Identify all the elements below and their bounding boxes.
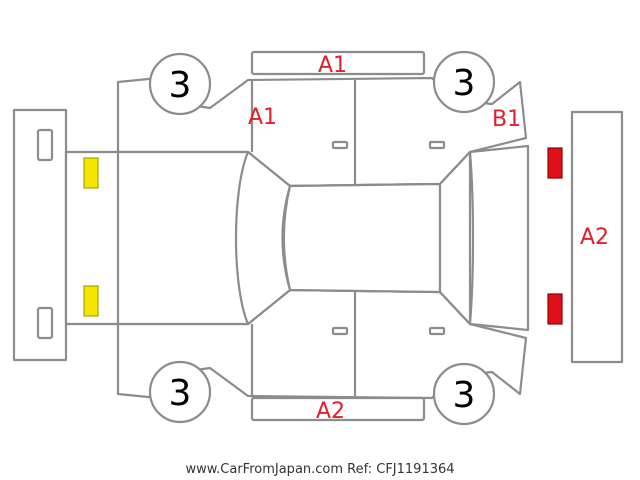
- damage-label-front-door-left: A1: [248, 105, 277, 130]
- tire-rear-left: 3: [432, 50, 496, 114]
- car-body-top-view: [64, 144, 530, 332]
- reference-footer: www.CarFromJapan.com Ref: CFJ1191364: [185, 462, 454, 477]
- tire-grade-front-right: 3: [169, 373, 192, 414]
- front-lamp-bottom: [83, 285, 99, 317]
- rear-lamp-top: [547, 147, 563, 179]
- tire-grade-rear-right: 3: [453, 375, 476, 416]
- rear-lamp-bottom: [547, 293, 563, 325]
- tire-rear-right: 3: [432, 362, 496, 426]
- front-lamp-top: [83, 157, 99, 189]
- top-strip: [250, 50, 426, 76]
- damage-label-bottom-panel: A2: [316, 399, 345, 424]
- tire-front-left: 3: [148, 52, 212, 116]
- bottom-strip: [250, 396, 426, 422]
- damage-label-rear-bumper: A2: [580, 225, 609, 250]
- damage-label-rear-quarter-left: B1: [492, 107, 521, 132]
- tire-grade-rear-left: 3: [453, 63, 476, 104]
- front-bumper: [12, 108, 68, 362]
- rear-bumper: [570, 110, 624, 364]
- damage-label-top-panel: A1: [318, 53, 347, 78]
- tire-front-right: 3: [148, 360, 212, 424]
- tire-grade-front-left: 3: [169, 65, 192, 106]
